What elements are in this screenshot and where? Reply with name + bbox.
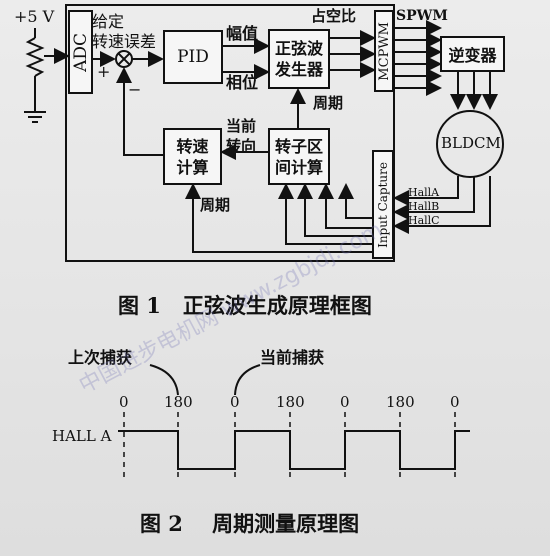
supply-label: +5 V — [14, 7, 55, 26]
current-capture-label: 当前捕获 — [260, 348, 325, 367]
angle-label-0c: 0 — [340, 393, 350, 411]
inverter-label: 逆变器 — [448, 46, 497, 65]
current-direction-label: 当前 转向 — [226, 117, 257, 155]
angle-label-0a: 0 — [119, 393, 129, 411]
duty-cycle-label: 占空比 — [311, 7, 357, 25]
speed-calc-block: 转速 计算 — [163, 128, 222, 185]
angle-label-0d: 0 — [450, 393, 460, 411]
figure1-caption: 图 1 正弦波生成原理框图 — [118, 293, 372, 318]
motor-label: BLDCM — [441, 134, 501, 152]
rotor-calc-label: 转子区 间计算 — [274, 136, 323, 177]
mcpwm-label: MCPWM — [376, 21, 392, 81]
figure2-caption: 图 2 周期测量原理图 — [140, 511, 360, 536]
controller-frame — [65, 4, 395, 262]
last-capture-label: 上次捕获 — [68, 348, 133, 367]
amplitude-label: 幅值 — [226, 24, 259, 43]
angle-label-180b: 180 — [276, 393, 305, 411]
capture-pointers — [149, 364, 261, 396]
angle-label-180a: 180 — [164, 393, 193, 411]
pid-block: PID — [163, 30, 223, 84]
plus-sign: + — [97, 62, 111, 81]
spwm-label: SPWM — [396, 8, 448, 24]
inverter-block: 逆变器 — [440, 36, 505, 72]
speed-calc-label: 转速 计算 — [176, 136, 209, 177]
hall-a-waveform — [118, 430, 470, 470]
adc-label: ADC — [70, 32, 91, 72]
given-speed-error-label: 给定 转速误差 — [92, 12, 157, 51]
angle-markers — [123, 412, 456, 480]
motor-circle — [436, 110, 504, 178]
rotor-calc-block: 转子区 间计算 — [268, 128, 330, 185]
hall-c-label: HallC — [408, 214, 440, 227]
pid-label: PID — [177, 47, 209, 67]
angle-label-0b: 0 — [230, 393, 240, 411]
adc-block: ADC — [68, 10, 93, 94]
phase-label: 相位 — [226, 73, 259, 92]
sine-generator-label: 正弦波 发生器 — [274, 39, 323, 79]
input-capture-block: Input Capture — [372, 150, 394, 259]
hall-a-signal-label: HALL A — [52, 427, 112, 445]
minus-sign: − — [128, 80, 142, 99]
hall-b-label: HallB — [408, 200, 440, 213]
angle-label-180c: 180 — [386, 393, 415, 411]
period-bottom-label: 周期 — [200, 196, 231, 214]
hall-a-label: HallA — [408, 186, 440, 199]
mcpwm-block: MCPWM — [374, 10, 394, 92]
sine-generator-block: 正弦波 发生器 — [268, 29, 330, 89]
period-top-label: 周期 — [313, 94, 344, 112]
